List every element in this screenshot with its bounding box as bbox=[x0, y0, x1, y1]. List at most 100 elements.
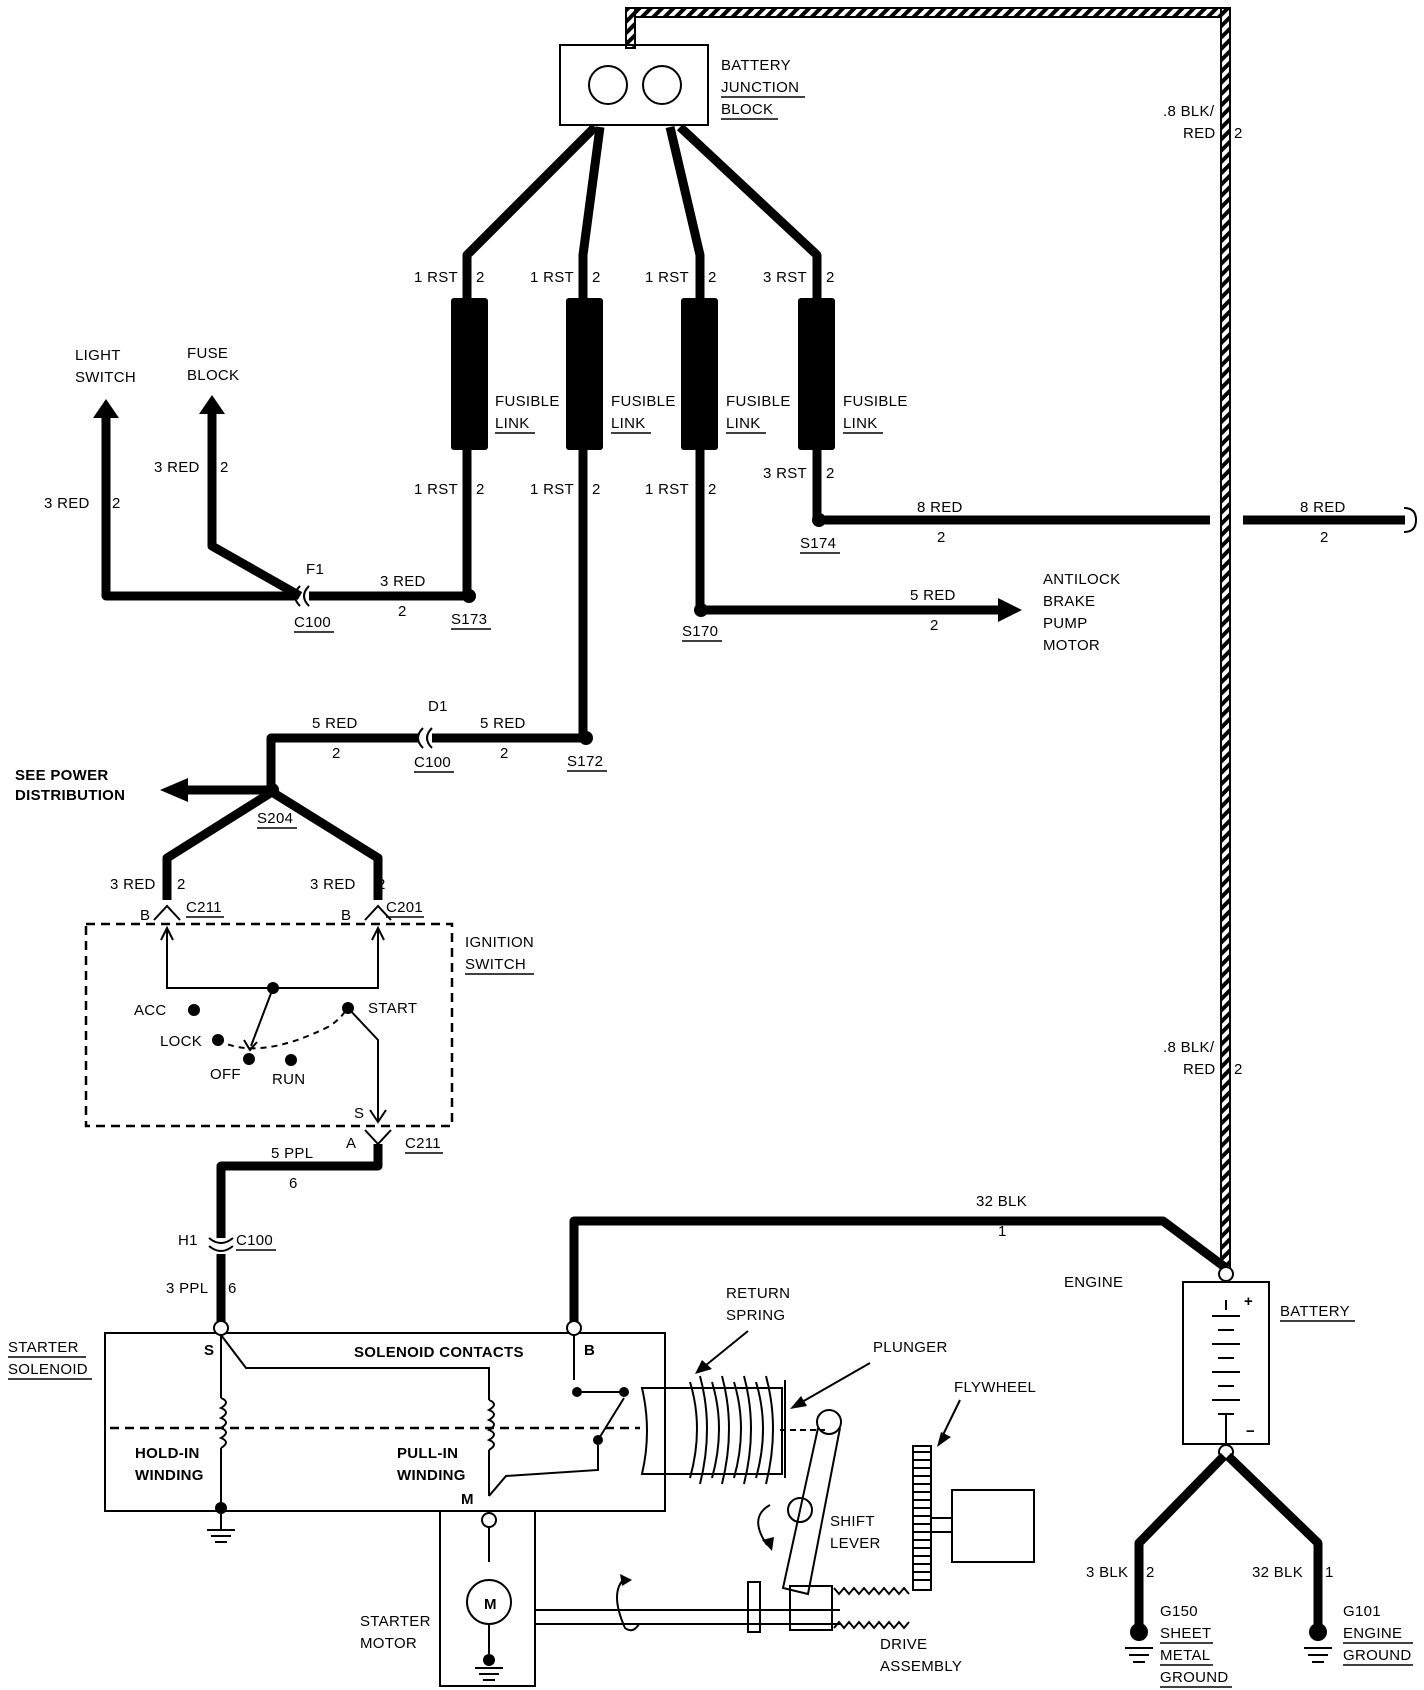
ign-s-label: S bbox=[354, 1105, 364, 1122]
battery bbox=[1182, 1266, 1270, 1460]
pull-in-label-1: PULL-IN bbox=[397, 1445, 458, 1462]
red5-d1-right-circuit: 2 bbox=[500, 745, 509, 762]
blk32-top-label: 32 BLK bbox=[976, 1193, 1027, 1210]
connector-f1-label: F1 bbox=[306, 561, 324, 578]
battery-label: BATTERY bbox=[1280, 1303, 1350, 1320]
red3-c211-label: 3 RED bbox=[110, 876, 156, 893]
return-spring-label-1: RETURN bbox=[726, 1285, 790, 1302]
fl2-bottom-wire-label: 1 RST bbox=[530, 481, 574, 498]
fl1-bottom-wire-circuit: 2 bbox=[476, 481, 485, 498]
connector-c100-f1-label: C100 bbox=[294, 614, 331, 631]
fusible-link-outputs bbox=[462, 450, 822, 737]
splice-s173-label: S173 bbox=[451, 611, 487, 628]
blk-red-mid-circuit: 2 bbox=[1234, 1061, 1243, 1078]
g150-label-4: GROUND bbox=[1160, 1669, 1228, 1686]
splice-s173-dot bbox=[462, 589, 476, 603]
splice-s170-label: S170 bbox=[682, 623, 718, 640]
fl2-top-wire-label: 1 RST bbox=[530, 269, 574, 286]
red5-d1-right-label: 5 RED bbox=[480, 715, 526, 732]
pull-in-label-2: WINDING bbox=[397, 1467, 466, 1484]
ignition-switch bbox=[84, 922, 454, 1128]
ign-off-label: OFF bbox=[210, 1066, 241, 1083]
fl1-top-wire-circuit: 2 bbox=[476, 269, 485, 286]
red8-right-circuit: 2 bbox=[1320, 529, 1329, 546]
red3-f1-circuit: 2 bbox=[398, 603, 407, 620]
hold-in-label-1: HOLD-IN bbox=[135, 1445, 200, 1462]
splice-s174-dot bbox=[812, 513, 826, 527]
ign-run-label: RUN bbox=[272, 1071, 305, 1088]
fusible-link-1-label-1: FUSIBLE bbox=[495, 393, 560, 410]
g150-label-3: METAL bbox=[1160, 1647, 1210, 1664]
wire-5-red-ignition-feed bbox=[160, 727, 586, 900]
red8-left-label: 8 RED bbox=[917, 499, 963, 516]
fusible-links bbox=[451, 298, 835, 450]
fl3-bottom-wire-circuit: 2 bbox=[708, 481, 717, 498]
blk-red-top-label-2: RED bbox=[1183, 125, 1216, 142]
starter-solenoid-label-2: SOLENOID bbox=[8, 1361, 88, 1378]
wire-ppl bbox=[208, 1129, 392, 1325]
terminal-s-label: S bbox=[204, 1342, 214, 1359]
fusible-link-1 bbox=[451, 298, 488, 450]
fl1-bottom-wire-label: 1 RST bbox=[414, 481, 458, 498]
fusible-link-4-label-1: FUSIBLE bbox=[843, 393, 908, 410]
fusible-link-2-label-1: FUSIBLE bbox=[611, 393, 676, 410]
light-switch-label-2: SWITCH bbox=[75, 369, 136, 386]
g150-label-1: G150 bbox=[1160, 1603, 1198, 1620]
g101-label-3: GROUND bbox=[1343, 1647, 1411, 1664]
wire-8-red bbox=[817, 507, 1418, 533]
blk3-g150-label: 3 BLK bbox=[1086, 1564, 1128, 1581]
connector-c100-h1-label: C100 bbox=[236, 1232, 273, 1249]
ign-lock-contact bbox=[212, 1034, 224, 1046]
red8-left-circuit: 2 bbox=[937, 529, 946, 546]
battery-junction-block-label-2: JUNCTION bbox=[721, 79, 799, 96]
ignition-connectors-top bbox=[153, 904, 392, 921]
red3-f1-label: 3 RED bbox=[380, 573, 426, 590]
ign-acc-contact bbox=[188, 1004, 200, 1016]
g101-label-2: ENGINE bbox=[1343, 1625, 1402, 1642]
antilock-label-3: PUMP bbox=[1043, 615, 1088, 632]
fusible-link-3-label-1: FUSIBLE bbox=[726, 393, 791, 410]
blk-red-top-label-1: .8 BLK/ bbox=[1163, 103, 1215, 120]
fusible-link-2-label-2: LINK bbox=[611, 415, 646, 432]
antilock-label-1: ANTILOCK bbox=[1043, 571, 1120, 588]
splice-s170-dot bbox=[694, 603, 708, 617]
ppl3-circuit: 6 bbox=[228, 1280, 237, 1297]
fl4-bottom-wire-label: 3 RST bbox=[763, 465, 807, 482]
ign-off-contact bbox=[243, 1053, 255, 1065]
fl1-top-wire-label: 1 RST bbox=[414, 269, 458, 286]
fl3-top-wire-label: 1 RST bbox=[645, 269, 689, 286]
battery-plus: + bbox=[1244, 1293, 1253, 1310]
red3-fuse-label: 3 RED bbox=[154, 459, 200, 476]
antilock-label-4: MOTOR bbox=[1043, 637, 1100, 654]
fuse-block-label-1: FUSE bbox=[187, 345, 228, 362]
motor-symbol: M bbox=[484, 1596, 497, 1613]
blk32-g101-circuit: 1 bbox=[1325, 1564, 1334, 1581]
ppl3-label: 3 PPL bbox=[166, 1280, 208, 1297]
splice-s172-dot bbox=[579, 731, 593, 745]
drive-assembly-label-1: DRIVE bbox=[880, 1636, 927, 1653]
connector-b-c201-label: B bbox=[341, 907, 351, 924]
fusible-link-3-label-2: LINK bbox=[726, 415, 761, 432]
battery-minus: − bbox=[1246, 1423, 1255, 1440]
connector-c201-label: C201 bbox=[386, 899, 423, 916]
fl4-top-wire-label: 3 RST bbox=[763, 269, 807, 286]
starter-motor-label-2: MOTOR bbox=[360, 1635, 417, 1652]
shift-lever-label-1: SHIFT bbox=[830, 1513, 875, 1530]
ignition-switch-label-1: IGNITION bbox=[465, 934, 534, 951]
see-power-label-2: DISTRIBUTION bbox=[15, 787, 125, 804]
ign-lock-label: LOCK bbox=[160, 1033, 202, 1050]
connector-d1-label: D1 bbox=[428, 698, 448, 715]
wire-5-red-abs bbox=[700, 598, 1022, 622]
terminal-m-label: M bbox=[461, 1491, 474, 1508]
shift-lever-label-2: LEVER bbox=[830, 1535, 881, 1552]
starter-solenoid bbox=[104, 1320, 666, 1687]
splice-s204-dot bbox=[265, 783, 279, 797]
connector-a-c211-label: A bbox=[346, 1135, 356, 1152]
fl4-bottom-wire-circuit: 2 bbox=[826, 465, 835, 482]
fusible-link-3 bbox=[681, 298, 718, 450]
plunger-label: PLUNGER bbox=[873, 1339, 948, 1356]
connector-h1-label: H1 bbox=[178, 1232, 198, 1249]
red3-c201-circuit: 2 bbox=[377, 876, 386, 893]
fusible-link-4 bbox=[798, 298, 835, 450]
